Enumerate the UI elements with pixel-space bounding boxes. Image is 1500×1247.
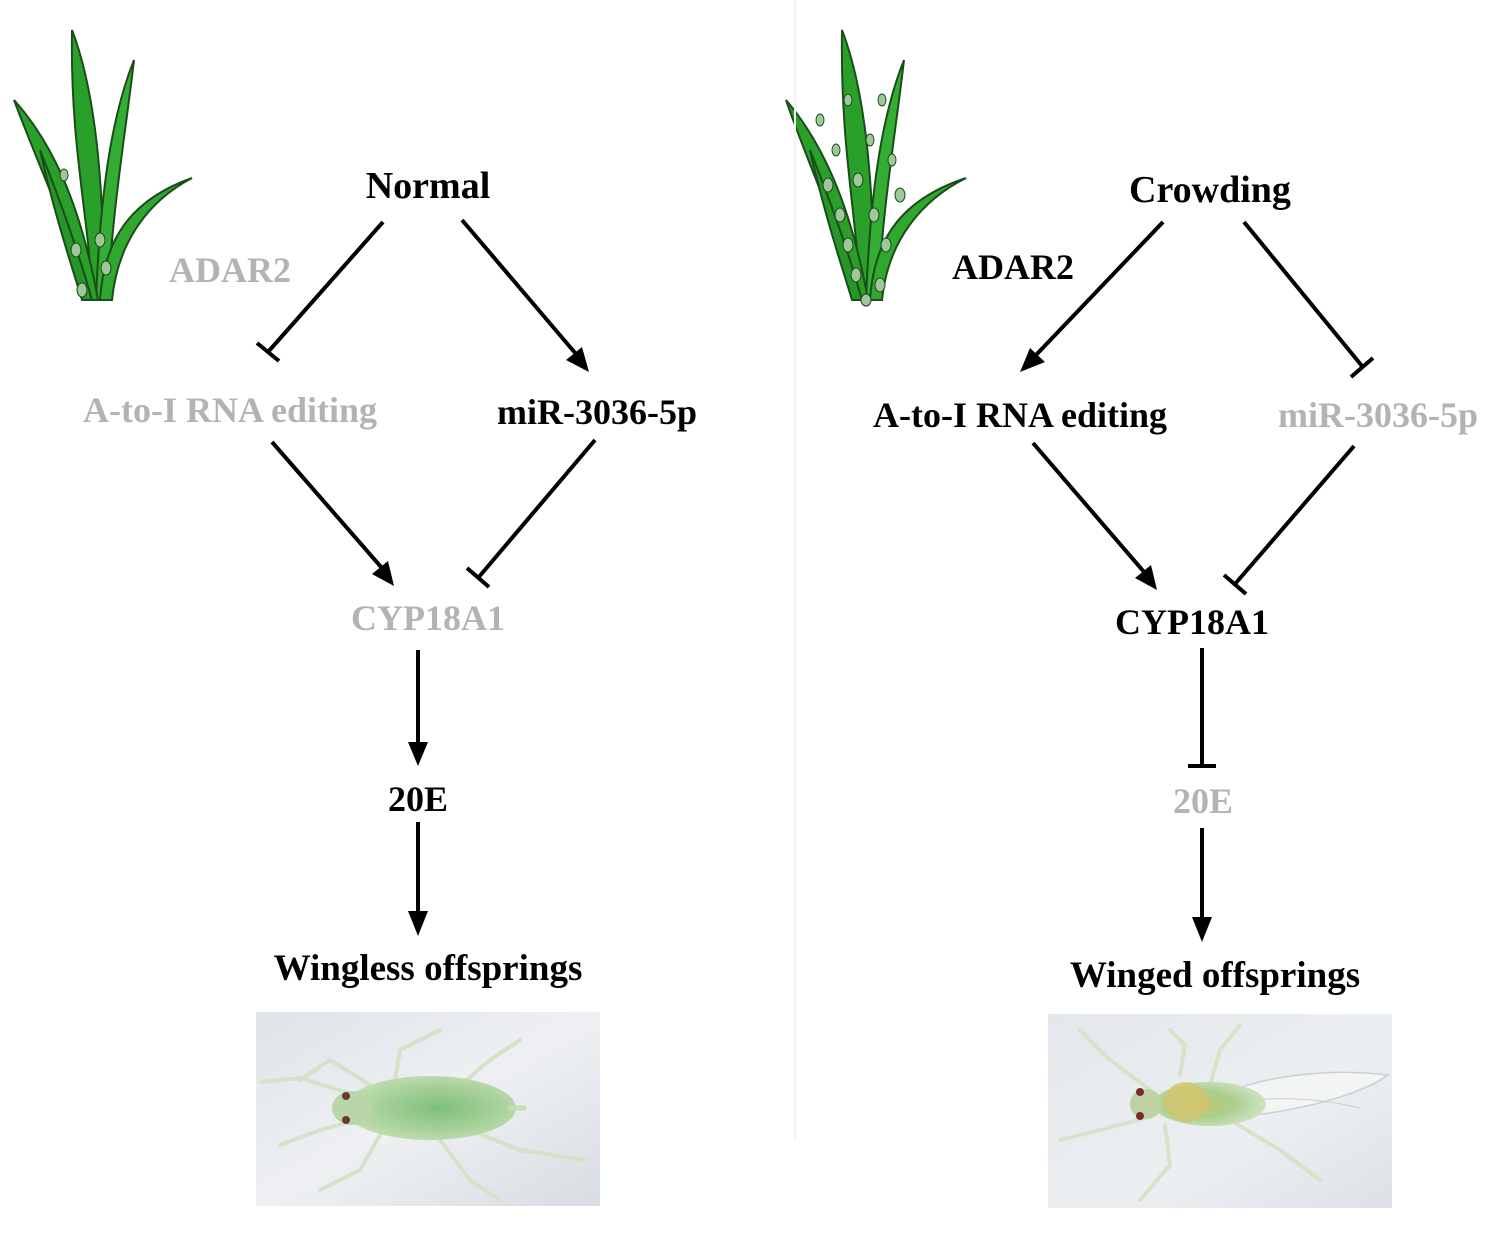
left-hormone-label: 20E <box>388 779 448 819</box>
right-editing-label: A-to-I RNA editing <box>873 395 1167 435</box>
winged-aphid-photo <box>1048 1014 1392 1208</box>
left-edge-cyp-hormone <box>408 650 428 766</box>
left-mirna-label: miR-3036-5p <box>497 392 697 432</box>
right-edge-mirna-cyp <box>1222 444 1356 596</box>
left-outcome-label: Wingless offsprings <box>274 948 583 989</box>
left-cyp-label: CYP18A1 <box>351 598 505 638</box>
right-edge-hormone-outcome <box>1192 828 1212 942</box>
right-cyp-label: CYP18A1 <box>1115 602 1269 642</box>
left-edge-hormone-outcome <box>408 822 428 936</box>
left-edge-editing-cyp <box>270 440 394 586</box>
right-mirna-label: miR-3036-5p <box>1278 395 1478 435</box>
right-outcome-label: Winged offsprings <box>1070 955 1360 996</box>
left-edge-mirna-cyp <box>465 438 597 589</box>
left-panel: Normal ADAR2 A-to-I RNA editing miR-3036… <box>13 29 697 1206</box>
right-hormone-label: 20E <box>1173 781 1233 821</box>
right-edge-editing-cyp <box>1031 441 1157 590</box>
rice-plant-crowded-aphids-icon <box>785 29 967 307</box>
rice-plant-few-aphids-icon <box>13 29 193 301</box>
right-edge-condition-mirna <box>1242 220 1375 379</box>
left-edge-condition-editing <box>255 220 385 363</box>
right-adar2-label: ADAR2 <box>952 247 1074 287</box>
right-panel: Crowding ADAR2 A-to-I RNA editing miR-30… <box>785 29 1478 1208</box>
left-adar2-label: ADAR2 <box>169 250 291 290</box>
left-condition-label: Normal <box>366 165 491 207</box>
right-edge-cyp-hormone <box>1188 648 1216 768</box>
right-edge-condition-editing <box>1020 220 1165 372</box>
left-editing-label: A-to-I RNA editing <box>83 390 377 430</box>
wingless-aphid-photo <box>256 1012 600 1206</box>
right-condition-label: Crowding <box>1129 169 1291 211</box>
left-edge-condition-mirna <box>460 218 589 372</box>
